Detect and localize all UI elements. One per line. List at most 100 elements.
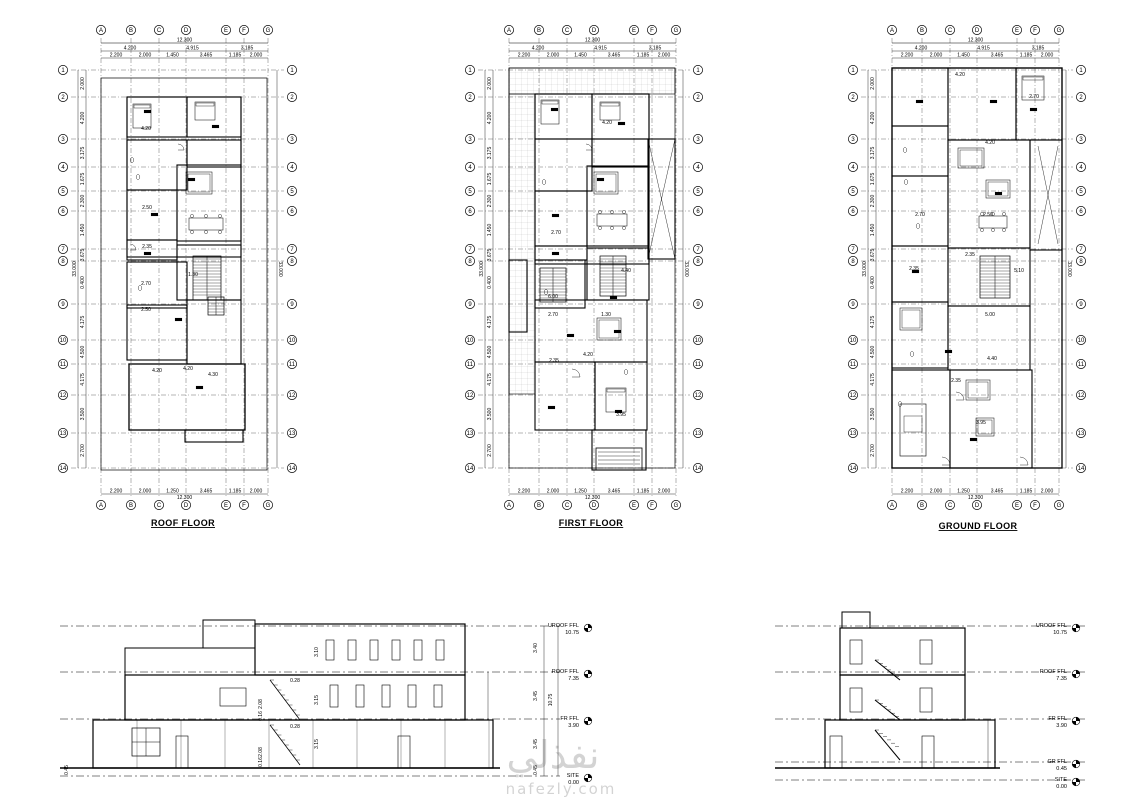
column-label: C — [157, 503, 162, 509]
column-label: A — [890, 28, 894, 34]
row-bubble: 1 — [693, 65, 703, 75]
row-label: 2 — [468, 95, 472, 101]
door-opening — [849, 687, 863, 713]
dimension-text: 3.465 — [991, 53, 1004, 59]
dimension-text: 2.000 — [80, 77, 86, 90]
first-floor-title: FIRST FLOOR — [559, 518, 623, 528]
level-quadrant — [1072, 717, 1080, 725]
section-dimension: 3.15 — [314, 695, 320, 705]
room-dimension: 4.20 — [152, 368, 162, 374]
section-dimension: 0.16 — [258, 757, 264, 767]
column-label: D — [975, 28, 980, 34]
sofa — [593, 171, 619, 195]
row-bubble: 3 — [1076, 134, 1086, 144]
room-tag — [551, 213, 560, 218]
door-opening — [329, 684, 339, 708]
dimension-text: 1.185 — [229, 489, 242, 495]
dimension-text: 1.450 — [487, 224, 493, 237]
room-wall — [647, 138, 676, 260]
row-label: 11 — [850, 362, 857, 368]
dimension-text: 2.200 — [901, 489, 914, 495]
dimension-text: 4.915 — [594, 46, 607, 52]
dimension-text: 12.300 — [585, 38, 601, 44]
window — [219, 687, 247, 707]
row-label: 8 — [290, 259, 294, 265]
column-label: E — [224, 28, 228, 34]
dimension-text: 1.450 — [80, 224, 86, 237]
room-tag — [150, 212, 159, 217]
section-dimension: 3.10 — [314, 647, 320, 657]
row-bubble: 7 — [287, 244, 297, 254]
bubble-circle — [465, 299, 475, 309]
room-dimension: 3.95 — [616, 412, 626, 418]
column-bubble: G — [263, 500, 273, 510]
room-dimension: 2.70 — [141, 281, 151, 287]
room-wall — [508, 259, 528, 333]
sofa-seat — [595, 173, 617, 193]
row-label: 6 — [290, 209, 294, 215]
wc — [137, 285, 142, 291]
dimension-text: 2.000 — [250, 489, 263, 495]
row-label: 9 — [61, 302, 65, 308]
bubble-circle — [287, 65, 297, 75]
door-opening — [849, 639, 863, 665]
column-bubble: A — [887, 500, 897, 510]
dimension-text: 3.185 — [649, 46, 662, 52]
level-marker — [1071, 623, 1081, 633]
row-bubble: 8 — [58, 256, 68, 266]
column-label: F — [242, 28, 246, 34]
row-label: 2 — [696, 95, 700, 101]
row-bubble: 9 — [1076, 299, 1086, 309]
dimension-text: 1.450 — [957, 53, 970, 59]
bubble-circle — [58, 256, 68, 266]
row-label: 1 — [696, 68, 700, 74]
column-bubble: D — [972, 25, 982, 35]
room-wall — [186, 299, 242, 365]
door-swing — [955, 391, 965, 401]
dimension-text: 3.465 — [200, 489, 213, 495]
bubble-circle — [465, 244, 475, 254]
dimension-text: 0.400 — [487, 276, 493, 289]
bubble-circle — [562, 500, 572, 510]
room-tag — [969, 437, 978, 442]
room-dimension: 2.35 — [549, 358, 559, 364]
bubble-circle — [287, 244, 297, 254]
wc — [542, 179, 547, 185]
dimension-text: 2.200 — [518, 489, 531, 495]
bubble-circle — [287, 428, 297, 438]
row-bubble: 10 — [465, 335, 475, 345]
row-bubble: 12 — [848, 390, 858, 400]
row-bubble: 2 — [848, 92, 858, 102]
row-label: 7 — [1079, 247, 1083, 253]
terrace-tiles — [508, 67, 676, 95]
row-bubble: 10 — [693, 335, 703, 345]
door-opening — [325, 639, 335, 661]
row-bubble: 14 — [58, 463, 68, 473]
bubble-circle — [1076, 244, 1086, 254]
column-bubble: B — [917, 500, 927, 510]
dimension-text: 2.000 — [547, 489, 560, 495]
bubble-circle — [848, 206, 858, 216]
room-wall — [186, 96, 242, 138]
bubble-circle — [693, 186, 703, 196]
room-wall — [891, 369, 951, 469]
section-dimension: 3.40 — [533, 643, 539, 653]
terrace-tiles — [508, 93, 536, 395]
ground-storey — [824, 719, 996, 769]
bubble-circle — [1076, 65, 1086, 75]
room-dimension: 2.70 — [548, 312, 558, 318]
bubble-circle — [465, 359, 475, 369]
column-label: G — [1057, 503, 1062, 509]
dimension-text: 2.700 — [870, 444, 876, 457]
chair — [610, 226, 614, 230]
sofa — [185, 171, 213, 195]
row-bubble: 6 — [58, 206, 68, 216]
room-tag — [1029, 107, 1038, 112]
column-bubble: D — [972, 500, 982, 510]
wc — [544, 289, 549, 295]
room-dimension: 4.20 — [183, 366, 193, 372]
bubble-circle — [263, 25, 273, 35]
bubble-circle — [287, 463, 297, 473]
bubble-circle — [58, 390, 68, 400]
row-bubble: 9 — [287, 299, 297, 309]
